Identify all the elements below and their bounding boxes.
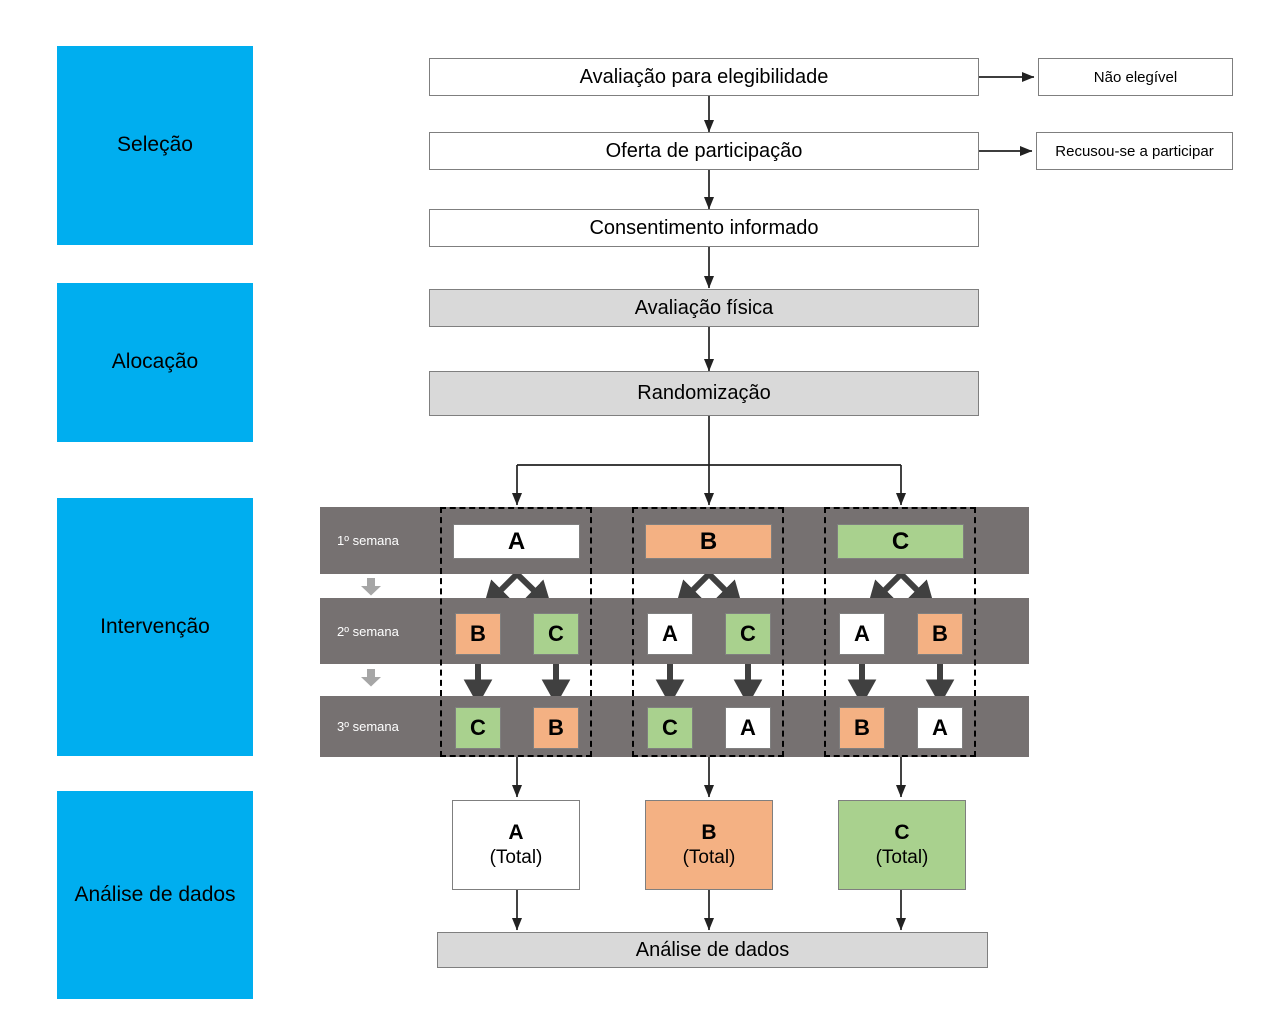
box-nao-elegivel: Não elegível <box>1038 58 1233 96</box>
phase-alocacao: Alocação <box>57 283 253 442</box>
total-sub: (Total) <box>489 847 543 869</box>
chip-seq2-week2-left: A <box>647 613 693 655</box>
sequence-group-3 <box>824 507 976 757</box>
chip-seq2-week3-right: A <box>725 707 771 749</box>
box-randomizacao: Randomização <box>429 371 979 416</box>
total-box-c: C (Total) <box>838 800 966 890</box>
sequence-group-2 <box>632 507 784 757</box>
box-avaliacao-elegibilidade: Avaliação para elegibilidade <box>429 58 979 96</box>
box-label: Randomização <box>637 382 771 404</box>
box-label: Não elegível <box>1093 68 1178 86</box>
chip-seq3-week2-right: B <box>917 613 963 655</box>
total-box-b: B (Total) <box>645 800 773 890</box>
phase-label: Análise de dados <box>74 882 236 906</box>
box-label: Oferta de participação <box>605 139 803 162</box>
chip-seq3-week3-left: B <box>839 707 885 749</box>
chip-seq3-week3-right: A <box>917 707 963 749</box>
box-label: Análise de dados <box>635 938 790 961</box>
box-avaliacao-fisica: Avaliação física <box>429 289 979 327</box>
total-letter: C <box>894 821 910 844</box>
week-label-3: 3º semana <box>337 719 399 734</box>
phase-intervencao: Intervenção <box>57 498 253 756</box>
total-box-a: A (Total) <box>452 800 580 890</box>
chip-seq2-week1: B <box>645 524 772 559</box>
chip-seq2-week3-left: C <box>647 707 693 749</box>
box-label: Recusou-se a participar <box>1055 142 1214 160</box>
chip-seq1-week2-left: B <box>455 613 501 655</box>
week-label-2: 2º semana <box>337 623 399 639</box>
chip-seq1-week3-left: C <box>455 707 501 749</box>
box-analise-de-dados: Análise de dados <box>437 932 988 968</box>
phase-analise-de-dados: Análise de dados <box>57 791 253 999</box>
total-letter: A <box>508 821 524 844</box>
box-recusou-se-participar: Recusou-se a participar <box>1036 132 1233 170</box>
box-oferta-participacao: Oferta de participação <box>429 132 979 170</box>
box-label: Avaliação física <box>634 296 774 319</box>
box-label: Consentimento informado <box>589 216 819 239</box>
total-sub: (Total) <box>875 847 929 869</box>
chip-seq2-week2-right: C <box>725 613 771 655</box>
chip-seq3-week2-left: A <box>839 613 885 655</box>
week-separator-arrow-2 <box>361 669 381 687</box>
chip-seq1-week1: A <box>453 524 580 559</box>
sequence-group-1 <box>440 507 592 757</box>
chip-seq1-week3-right: B <box>533 707 579 749</box>
chip-seq3-week1: C <box>837 524 964 559</box>
box-label: Avaliação para elegibilidade <box>579 65 829 88</box>
week-label-1: 1º semana <box>337 533 399 548</box>
chip-seq1-week2-right: C <box>533 613 579 655</box>
phase-label: Alocação <box>111 350 199 374</box>
phase-label: Seleção <box>117 133 193 157</box>
box-consentimento-informado: Consentimento informado <box>429 209 979 247</box>
phase-selecao: Seleção <box>57 46 253 245</box>
phase-label: Intervenção <box>100 614 210 638</box>
week-separator-arrow-1 <box>361 578 381 596</box>
total-sub: (Total) <box>682 847 736 869</box>
total-letter: B <box>701 821 717 844</box>
